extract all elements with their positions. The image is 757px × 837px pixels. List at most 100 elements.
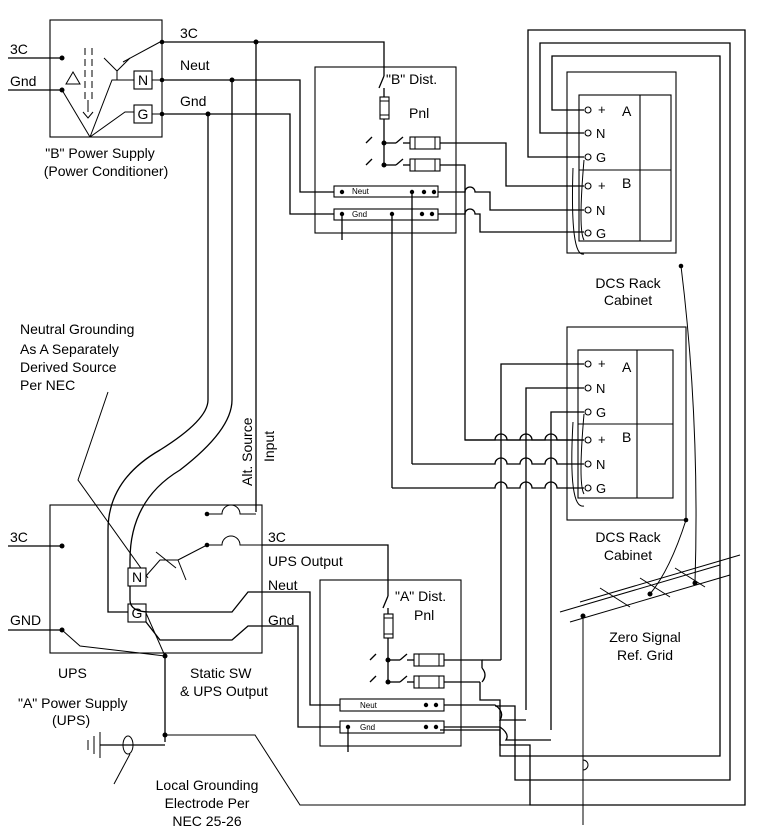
rack-1-inner-box [578,94,672,242]
alt-source-label-1: Alt. Source [239,417,255,486]
b-main-switch-blade [378,75,385,89]
grid-line-2 [569,574,731,623]
rack-2-b-plus-label: + [598,432,606,447]
ups-n-terminal-label: N [132,569,142,585]
rack-1-section-b-label: B [622,175,631,191]
ups-unit: 3C GND UPS N G Static SW & UPS Output [8,504,268,699]
rack-2-a-g-feed [550,411,584,730]
ups-wye-leg-1 [155,551,177,569]
a-supply-caption-2: (UPS) [52,712,90,728]
ups-output-title: UPS Output [268,553,343,569]
ups-3c-output-label: 3C [268,529,286,545]
rack-1-b-n-label: N [596,203,605,218]
ups-n-terminal [127,567,147,587]
b-supply-3c-internal [122,41,161,63]
ups-n-link [145,559,178,577]
b-power-supply: 3C Gnd N G "B" Power Supply (Power Condi… [8,19,169,179]
b-dist-panel: "B" Dist. Pnl Neut Gnd [314,66,457,240]
zero-grid-caption-2: Ref. Grid [617,647,673,663]
rack-1-section-a-label: A [622,103,632,119]
a-neut-bus-lug-1 [423,702,429,708]
a-neut-to-rack-2 [444,704,526,721]
b-neut-node [159,77,165,83]
a-neut-bus-lug-2 [433,702,439,708]
rack-2-outer-box [566,326,687,521]
a-dist-panel-title-1: "A" Dist. [395,588,446,604]
b-neut-bus-lug-3 [421,189,427,195]
static-switch-label-2: & UPS Output [180,683,268,699]
b-dist-panel-title-2: Pnl [409,105,429,121]
rack-1-ground-strap [571,167,585,255]
b-supply-shield-ground-icon [82,111,94,119]
electrode-caption-2: Electrode Per [165,795,250,811]
rack-1-b-n-pin [584,206,592,214]
a-branch-2-switch [399,675,408,683]
a-dist-panel-box [319,579,462,747]
a-branch-1-switch-in [369,653,377,661]
static-ups-switch [207,535,262,546]
rack-2-ground-strap [571,421,585,507]
b-dist-panel-title-1: "B" Dist. [386,71,437,87]
b-supply-gnd-input-label: Gnd [10,73,36,89]
b-supply-n-terminal-label: N [138,72,148,88]
a-branch-1-switch [399,653,408,661]
ups-gnd-output-path [145,621,262,641]
a-gnd-to-rack-2 [444,726,551,741]
b-panel-to-rack-1-wiring [391,142,584,488]
rack-2-b-gnd-hop-row [392,481,584,489]
rack-2-b-plus-pin [584,436,592,444]
a-neut-bus [339,698,445,712]
b-neut-bus-label: Neut [352,187,370,196]
rack-1-a-feed-wiring [440,29,746,806]
rack-1-a-g-feed [440,29,746,806]
ups-3c-input-label: 3C [10,529,28,545]
b-main-fuse [379,96,390,120]
rack-1-a-plus-feed [479,55,721,757]
rack-2-a-n-pin [584,384,592,392]
rack-1-b-plus-label: + [598,178,606,193]
rack-2-section-a-label: A [622,359,632,375]
ups-ground-link [61,629,166,657]
b-supply-caption-2: (Power Conditioner) [44,163,169,179]
b-branch-1-switch [395,136,404,144]
grid-strap-hop [582,759,589,771]
b-supply-n-link [89,79,134,138]
a-gnd-bus [339,720,445,734]
b-branch-1-switch-in [365,136,373,144]
b-3c-feed-wire [162,41,385,76]
static-switch-label-1: Static SW [190,665,252,681]
b-supply-gnd-output-label: Gnd [180,93,206,109]
zero-signal-ref-grid: Zero Signal Ref. Grid [559,265,741,825]
a-gnd-bus-label: Gnd [360,723,375,732]
rack-2-to-grid-strap [649,519,687,595]
rack-1-b-gnd-feed [438,208,584,233]
rack-2-b-plus-hop-row [465,433,584,441]
rack-2-b-g-label: G [596,481,606,496]
electrode-caption-3: NEC 25-26 [172,813,241,829]
rack-2-a-plus-feed [500,363,584,660]
ups-gnd-input-label: GND [10,612,41,628]
b-supply-3c-node [59,55,65,61]
rack-2-caption-2: Cabinet [604,547,652,563]
b-3c-node [159,39,165,45]
rack-2-b-neut-hop-row [412,457,584,465]
rack-1-ground-strap-2 [580,159,585,241]
zero-grid-caption-1: Zero Signal [609,629,681,645]
rack-1-b-plus-feed [440,142,584,187]
rack-1-a-n-feed [495,42,731,781]
wye-leg-right [116,57,131,72]
b-supply-g-link [89,111,134,138]
rack-1-a-plus-pin [584,106,592,114]
local-grounding: "A" Power Supply (UPS) Local Grounding E… [18,656,583,829]
a-branch-2-switch-in [369,675,377,683]
a-dist-panel: "A" Dist. Pnl Neut Gnd [319,579,551,752]
b-gnd-node [159,111,165,117]
ups-3c-node [59,543,65,549]
b-dist-panel-box [314,66,457,234]
rack-1-a-n-pin [584,129,592,137]
rack-1-to-grid-strap [680,265,697,584]
rack-2-a-plus-pin [584,360,592,368]
rack-2-a-n-feed [525,387,584,710]
static-alt-switch [207,504,256,515]
